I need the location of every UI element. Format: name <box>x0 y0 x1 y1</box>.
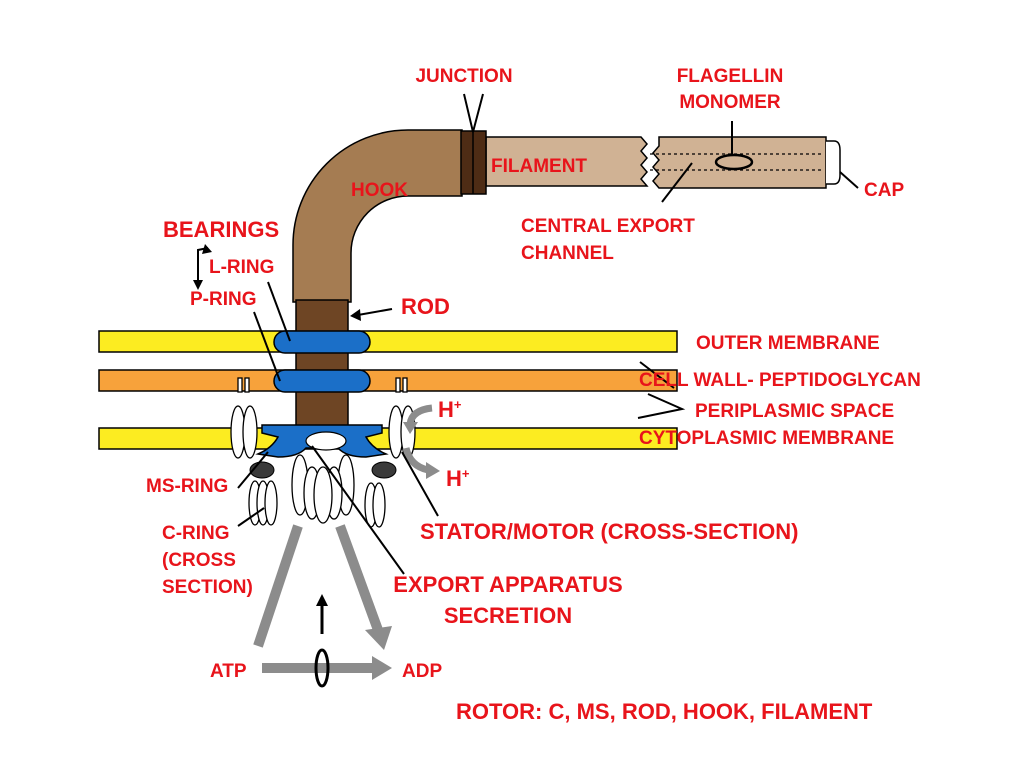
l-ring-leader <box>267 281 291 342</box>
stator-label: STATOR/MOTOR (CROSS-SECTION) <box>420 519 798 544</box>
leader-lines <box>197 93 859 575</box>
l-ring <box>273 330 371 354</box>
atp-adp-arrowhead <box>372 656 392 680</box>
p-ring-leader <box>253 311 281 382</box>
export-leader <box>311 445 405 575</box>
periplasmic-leader <box>637 393 686 419</box>
junction-leader <box>463 93 484 133</box>
stator-left <box>230 377 258 459</box>
export-arrow-left <box>253 524 303 648</box>
c-ring-right <box>364 482 386 528</box>
c-ring-left <box>248 480 278 526</box>
filament <box>485 136 649 187</box>
junction-label: JUNCTION <box>415 66 512 87</box>
hook-label: HOOK <box>351 180 408 201</box>
outer-membrane-band <box>98 330 678 353</box>
export-apparatus <box>291 454 355 524</box>
bearings-label: BEARINGS <box>163 217 279 242</box>
c-ring-dark-right <box>371 461 397 479</box>
stator-leader <box>401 451 439 517</box>
central-channel-leader <box>661 162 693 203</box>
l-ring-label: L-RING <box>209 257 274 278</box>
p-ring-label: P-RING <box>190 289 257 310</box>
flagellin-monomer-oval <box>714 153 754 171</box>
cap-label: CAP <box>864 180 904 201</box>
cytoplasmic-membrane-label: CYTOPLASMIC MEMBRANE <box>639 428 894 449</box>
rod-leader <box>357 308 393 316</box>
cell-wall-band <box>98 369 678 392</box>
export-label-line1: EXPORT APPARATUS <box>393 572 622 597</box>
cap <box>826 140 841 185</box>
c-ring-label-line1: C-RING <box>162 523 230 544</box>
h-plus-top-superscript: + <box>454 397 462 412</box>
hook <box>292 129 463 303</box>
h-plus-arrowhead-in <box>403 422 418 434</box>
c-ring-label-line2: (CROSS <box>162 550 236 571</box>
central-export-label-line2: CHANNEL <box>521 243 614 264</box>
cell-wall-leader <box>639 361 675 389</box>
ms-ring-label: MS-RING <box>146 476 228 497</box>
h-plus-arrow-in <box>406 404 433 425</box>
h-plus-arrow-out <box>402 447 429 474</box>
filament-label: FILAMENT <box>491 156 587 177</box>
bearings-arrowhead-top <box>202 244 212 254</box>
ms-ring-leader <box>237 451 269 489</box>
cell-wall-label: CELL WALL- PEPTIDOGLYCAN <box>639 370 921 391</box>
flagellin-label-line2: MONOMER <box>679 92 781 113</box>
export-arrow-right <box>335 524 383 632</box>
central-export-label-line1: CENTRAL EXPORT <box>521 216 695 237</box>
p-ring <box>273 369 371 393</box>
export-label-line2: SECRETION <box>444 603 572 628</box>
atp-up-arrowhead <box>316 594 328 606</box>
flagellin-label-line1: FLAGELLIN <box>677 66 784 87</box>
c-ring-leader <box>237 507 265 527</box>
rod-label: ROD <box>401 294 450 319</box>
periplasmic-space-label: PERIPLASMIC SPACE <box>695 401 894 422</box>
h-plus-bottom-superscript: + <box>462 466 470 481</box>
atp-oval <box>314 648 330 688</box>
c-ring-label-line3: SECTION) <box>162 577 253 598</box>
cap-leader <box>839 171 859 189</box>
rod <box>295 299 349 429</box>
export-arrow-right-head <box>365 626 392 650</box>
h-plus-arrowhead-out <box>426 462 440 479</box>
h-plus-top-label: H+ <box>438 397 462 422</box>
h-plus-bottom-label: H+ <box>446 466 470 491</box>
rotor-label: ROTOR: C, MS, ROD, HOOK, FILAMENT <box>456 699 873 724</box>
export-apparatus-core <box>305 431 347 451</box>
bearings-arrowhead-bottom <box>193 280 203 290</box>
atp-label: ATP <box>210 661 247 682</box>
adp-label: ADP <box>402 661 442 682</box>
cytoplasmic-membrane-band <box>98 427 678 450</box>
rod-arrowhead <box>350 309 361 321</box>
outer-membrane-label: OUTER MEMBRANE <box>696 333 880 354</box>
